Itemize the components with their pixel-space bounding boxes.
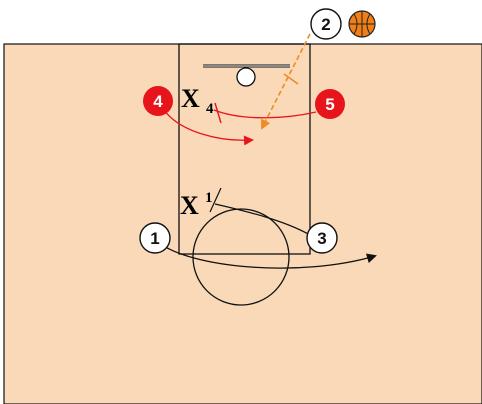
cut-path-4 (163, 109, 254, 146)
defender-x1-path (214, 203, 316, 239)
defender-x4-label: X (181, 84, 200, 113)
cut-path-5 (213, 109, 317, 119)
key-lane (178, 43, 311, 255)
player-4: 4 (143, 86, 173, 116)
pass-line (261, 33, 311, 130)
svg-text:2: 2 (321, 15, 330, 34)
svg-text:3: 3 (317, 229, 326, 248)
defender-x4-sub: 4 (206, 101, 214, 117)
basketball-icon (348, 10, 376, 38)
free-throw-circle (192, 208, 290, 306)
player-3: 3 (306, 222, 338, 254)
court-surface (3, 43, 482, 404)
player-2: 2 (310, 8, 342, 40)
pass-screen-mark (283, 73, 299, 85)
player-5: 5 (315, 89, 345, 119)
defender-x1-label: X (180, 191, 199, 220)
svg-text:1: 1 (150, 229, 159, 248)
svg-text:5: 5 (325, 95, 334, 114)
screen-x4 (214, 102, 222, 124)
player-1: 1 (139, 222, 171, 254)
rim (236, 67, 256, 87)
defender-x1-sub: 1 (205, 190, 213, 206)
svg-text:4: 4 (153, 92, 163, 111)
defender-x1-stance (209, 187, 222, 213)
dribble-path-1 (157, 241, 377, 269)
